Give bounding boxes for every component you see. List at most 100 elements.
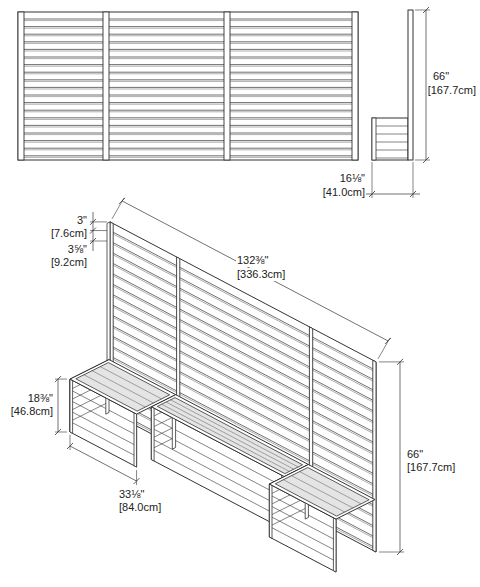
- slat-line: [18, 64, 358, 65]
- dimension-tick: [369, 191, 375, 197]
- slat-line: [269, 507, 308, 527]
- slat-line: [110, 398, 376, 538]
- slat-line: [110, 304, 376, 444]
- box-rim: [70, 360, 176, 415]
- floor-slat: [283, 480, 344, 512]
- slat-line: [18, 28, 358, 29]
- dimension-tick: [423, 7, 429, 13]
- box-post: [70, 379, 73, 433]
- box-rim: [269, 465, 375, 520]
- trellis-post: [373, 360, 376, 552]
- slat-line: [18, 102, 358, 103]
- post: [18, 12, 24, 160]
- box-post: [333, 518, 336, 572]
- dimension-depth: 16⅛": [339, 172, 366, 185]
- dimension-tick: [397, 549, 403, 555]
- slat-line: [18, 81, 358, 82]
- slat-line: [110, 389, 376, 529]
- slat-line: [18, 89, 358, 90]
- box-post: [269, 484, 272, 538]
- slat-line: [18, 134, 358, 135]
- dimension-line: [58, 379, 59, 432]
- box-post: [134, 413, 137, 467]
- slat-line: [110, 399, 376, 539]
- extension-line: [136, 470, 137, 485]
- slat-line: [269, 526, 336, 561]
- slat-line: [18, 79, 358, 80]
- slat-line: [70, 411, 137, 446]
- slat-line: [18, 58, 358, 59]
- extension-line: [378, 338, 390, 359]
- floor-slat: [92, 371, 153, 403]
- slat-line: [18, 35, 358, 36]
- extension-line: [55, 432, 67, 433]
- slat-line: [18, 117, 358, 118]
- side-box-post: [372, 118, 376, 160]
- floor-slat: [292, 476, 353, 508]
- slat-line: [110, 253, 376, 393]
- extension-line: [70, 435, 71, 450]
- slat-line: [18, 57, 358, 58]
- box-opening: [275, 468, 369, 517]
- slat-line: [18, 142, 358, 143]
- slat-line: [18, 140, 358, 141]
- slat-line: [18, 43, 358, 44]
- slat-line: [110, 251, 376, 391]
- slat-line: [18, 125, 358, 126]
- slat-line: [110, 231, 376, 371]
- dimension-height: 66": [406, 448, 424, 461]
- box-rim: [151, 395, 308, 477]
- dimension-line: [70, 446, 137, 481]
- slat-line: [18, 95, 358, 96]
- slat-line: [18, 104, 358, 105]
- dimension-line: [122, 201, 388, 341]
- slat-line: [372, 126, 408, 127]
- dimension-box-width-metric: [84.0cm]: [118, 501, 162, 514]
- dimension-line: [400, 362, 401, 552]
- slat-line: [18, 72, 358, 73]
- dimension-slat-metric: [9.2cm]: [50, 256, 88, 269]
- dimension-tick: [397, 359, 403, 365]
- slat-line: [18, 26, 358, 27]
- dimension-box-height-metric: [46.8cm]: [10, 405, 54, 418]
- slat-line: [110, 241, 376, 381]
- dimension-tick: [423, 157, 429, 163]
- slat-line: [18, 110, 358, 111]
- side-post: [408, 10, 413, 160]
- slat-line: [269, 516, 336, 551]
- extension-line: [55, 379, 67, 380]
- slat-line: [110, 243, 376, 383]
- extension-line: [372, 162, 373, 198]
- slat-line: [18, 20, 358, 21]
- slat-line: [18, 41, 358, 42]
- dimension-top-rail: 3": [76, 214, 88, 227]
- dimension-tick: [119, 198, 125, 204]
- slat-line: [70, 402, 109, 422]
- post: [352, 12, 358, 160]
- slat-line: [18, 49, 358, 50]
- extension-line: [413, 162, 414, 198]
- slat-line: [18, 111, 358, 112]
- dimension-depth-metric: [41.0cm]: [322, 186, 366, 199]
- dimension-slat: 3⅝": [67, 243, 88, 256]
- slat-line: [18, 127, 358, 128]
- slat-line: [18, 133, 358, 134]
- dimension-line: [360, 194, 420, 195]
- dimension-tick: [55, 376, 61, 382]
- slat-line: [110, 293, 376, 433]
- dimension-tick: [134, 478, 140, 484]
- post: [224, 12, 230, 160]
- floor-slat: [162, 404, 290, 471]
- dimension-height: 66": [432, 70, 450, 83]
- dimension-box-height: 18⅜": [27, 392, 54, 405]
- slat-line: [18, 34, 358, 35]
- extension-line: [112, 198, 124, 219]
- slat-line: [110, 295, 376, 435]
- slat-line: [18, 149, 358, 150]
- extension-line: [415, 10, 430, 11]
- slat-line: [18, 155, 358, 156]
- dimension-top-rail-metric: [7.6cm]: [50, 227, 88, 240]
- front-view-outline: [18, 12, 358, 160]
- slat-line: [372, 158, 408, 159]
